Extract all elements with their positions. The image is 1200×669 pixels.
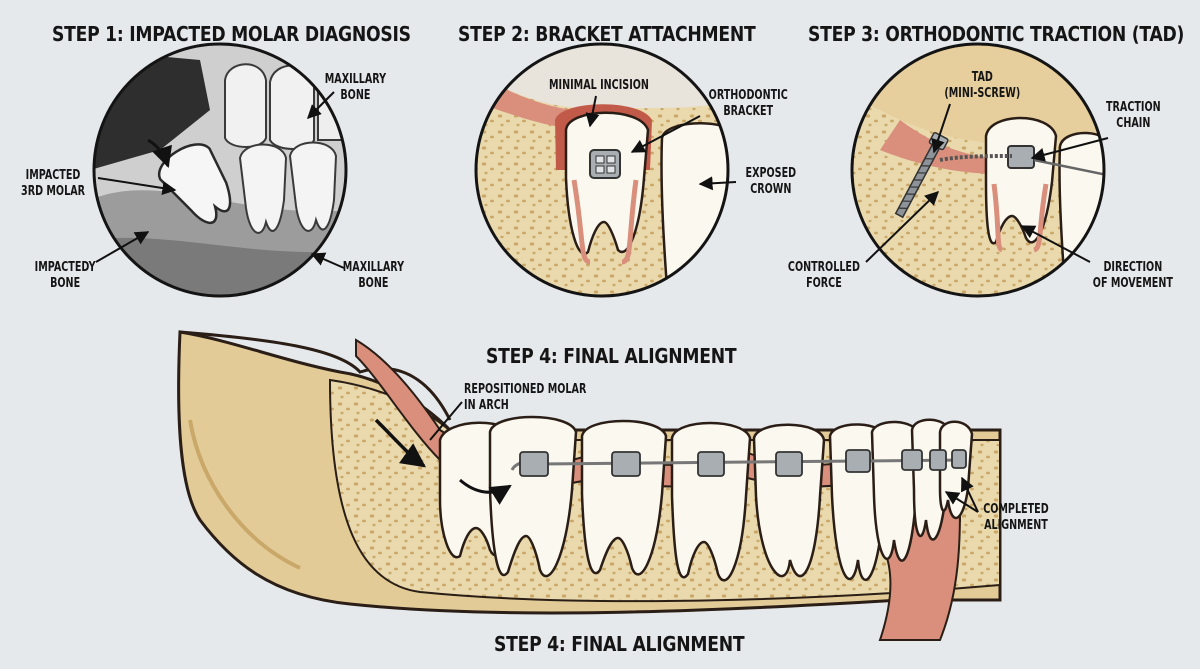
label-exposed-crown: EXPOSED CROWN <box>745 166 797 197</box>
label-traction-chain: TRACTION CHAIN <box>1106 100 1161 131</box>
label-impacted-3rd-molar: IMPACTED 3RD MOLAR <box>21 168 86 199</box>
label-orthodontic-bracket: ORTHODONTIC BRACKET <box>708 88 788 119</box>
label-repositioned-molar: REPOSITIONED MOLAR IN ARCH <box>464 382 587 413</box>
label-impactedy-bone: IMPACTEDY BONE <box>34 260 96 291</box>
brackets <box>519 449 967 477</box>
label-tad-mini-screw: TAD (MINI-SCREW) <box>944 70 1021 101</box>
panel-3-traction <box>850 42 1109 298</box>
step-4-title: STEP 4: FINAL ALIGNMENT <box>486 344 737 368</box>
step-1-title: STEP 1: IMPACTED MOLAR DIAGNOSIS <box>52 22 411 46</box>
label-completed-alignment: COMPLETED ALIGNMENT <box>983 502 1049 533</box>
label-controlled-force: CONTROLLED FORCE <box>787 260 860 291</box>
panel-4-alignment <box>177 330 1002 641</box>
label-maxillary-bone-bottom: MAXILLARY BONE <box>342 260 405 291</box>
panel-1-xray <box>92 42 348 298</box>
label-maxillary-bone-top: MAXILLARY BONE <box>324 72 387 103</box>
step-2-title: STEP 2: BRACKET ATTACHMENT <box>458 22 756 46</box>
label-minimal-incision: MINIMAL INCISION <box>548 78 649 93</box>
step-3-title: STEP 3: ORTHODONTIC TRACTION (TAD) <box>808 22 1185 46</box>
step-4-footer-title: STEP 4: FINAL ALIGNMENT <box>494 632 745 656</box>
label-direction-of-movement: DIRECTION OF MOVEMENT <box>1092 260 1173 291</box>
